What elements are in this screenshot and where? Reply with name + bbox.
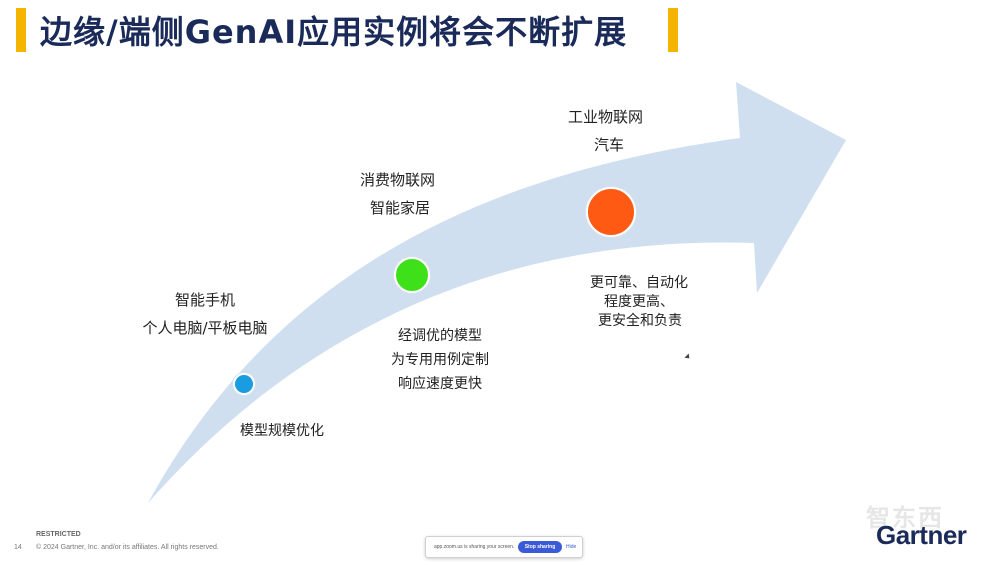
stage-heading-industrial-iot: 工业物联网 汽车 bbox=[568, 103, 643, 159]
stage-heading-line: 智能家居 bbox=[370, 199, 431, 217]
stage-detail-line: 更可靠、自动化 bbox=[590, 275, 688, 291]
title-accent-bar-right bbox=[668, 8, 678, 52]
copyright-text: © 2024 Gartner, Inc. and/or its affiliat… bbox=[36, 544, 219, 551]
stage-detail-smartphone: 模型规模优化 bbox=[240, 419, 324, 443]
stage-detail-line: 经调优的模型 bbox=[398, 328, 482, 344]
stage-heading-smartphone: 智能手机 个人电脑/平板电脑 bbox=[130, 286, 280, 342]
stage-dot-smartphone bbox=[233, 373, 255, 395]
stage-heading-line: 汽车 bbox=[594, 136, 625, 154]
watermark-text: 智东西 bbox=[866, 504, 944, 532]
restricted-label: RESTRICTED bbox=[36, 531, 81, 538]
stage-detail-consumer-iot: 经调优的模型 为专用用例定制 响应速度更快 bbox=[380, 324, 500, 396]
gartner-logo: Gartner bbox=[876, 520, 967, 550]
stop-sharing-button[interactable]: Stop sharing bbox=[518, 541, 562, 553]
growth-arrow-shape bbox=[148, 82, 846, 503]
slide-title: 边缘/端侧GenAI应用实例将会不断扩展 bbox=[40, 13, 628, 51]
title-accent-bar-left bbox=[16, 8, 26, 52]
stage-detail-line: 模型规模优化 bbox=[240, 423, 324, 439]
stage-detail-line: 为专用用例定制 bbox=[391, 352, 489, 368]
page-number: 14 bbox=[14, 544, 22, 551]
stage-detail-line: 程度更高、 bbox=[604, 294, 674, 310]
share-status-text: app.zoom.us is sharing your screen. bbox=[434, 544, 515, 550]
hide-link[interactable]: Hide bbox=[566, 544, 577, 550]
stage-heading-line: 工业物联网 bbox=[568, 108, 644, 126]
stage-heading-line: 智能手机 bbox=[174, 291, 235, 309]
stage-detail-industrial-iot: 更可靠、自动化 程度更高、 更安全和负责 bbox=[590, 274, 688, 331]
stage-detail-line: 更安全和负责 bbox=[598, 313, 682, 329]
screen-share-bar: app.zoom.us is sharing your screen. Stop… bbox=[425, 536, 583, 558]
stage-heading-line: 个人电脑/平板电脑 bbox=[142, 319, 268, 337]
stage-detail-line: 响应速度更快 bbox=[398, 376, 482, 392]
stage-dot-consumer-iot bbox=[394, 257, 430, 293]
stage-heading-line: 消费物联网 bbox=[360, 171, 436, 189]
stage-heading-consumer-iot: 消费物联网 智能家居 bbox=[360, 166, 435, 222]
stage-dot-industrial-iot bbox=[586, 187, 636, 237]
